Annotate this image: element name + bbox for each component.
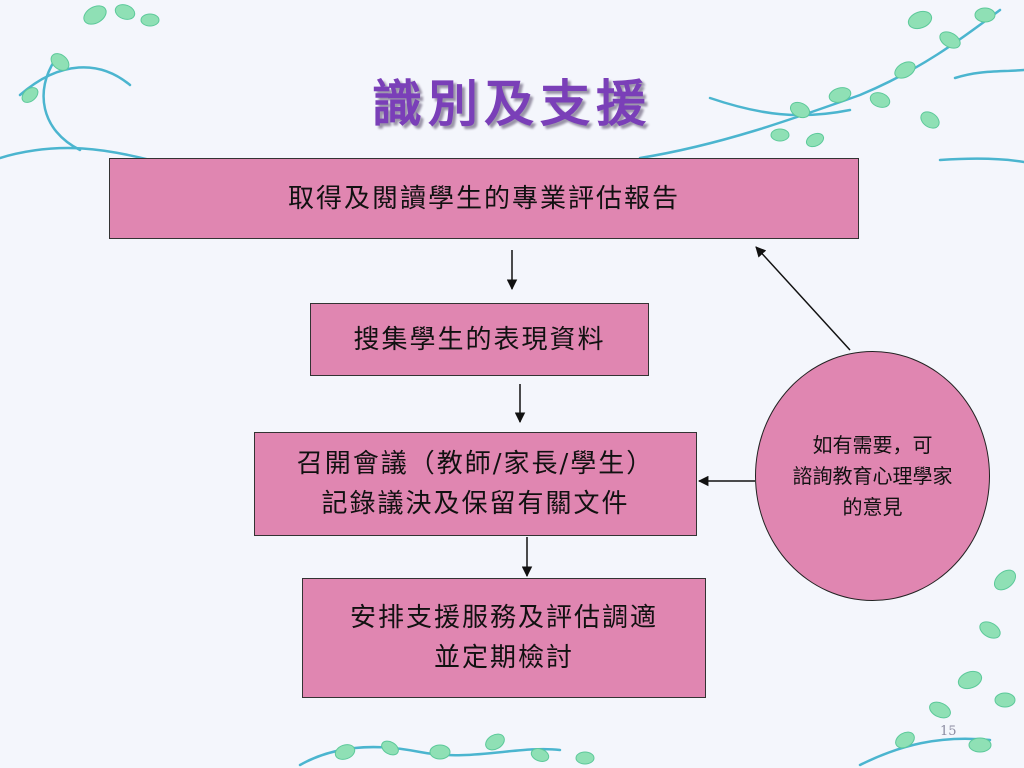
step-label-line2: 記錄議決及保留有關文件 (321, 489, 630, 519)
step-label-line2: 並定期檢討 (433, 643, 574, 673)
step-box-meeting: 召開會議（教師/家長/學生） 記錄議決及保留有關文件 (254, 432, 697, 536)
arrow-side-to-step1 (755, 246, 851, 351)
step-label-line1: 召開會議（教師/家長/學生） (296, 449, 655, 479)
side-note-line1: 如有需要，可 (812, 432, 933, 457)
side-note-line2: 諮詢教育心理學家 (792, 463, 953, 488)
step-box-assessment-report: 取得及閱讀學生的專業評估報告 (109, 158, 859, 239)
step-label: 取得及閱讀學生的專業評估報告 (287, 183, 680, 214)
step-label-line1: 安排支援服務及評估調適 (349, 603, 658, 633)
step-box-collect-performance: 搜集學生的表現資料 (310, 303, 649, 376)
step-label: 搜集學生的表現資料 (353, 324, 606, 355)
side-note-line3: 的意見 (842, 494, 903, 519)
slide-title: 識別及支援 (372, 74, 652, 133)
step-box-support-services: 安排支援服務及評估調適 並定期檢討 (302, 578, 706, 698)
page-number: 15 (940, 724, 957, 739)
side-note-psychologist: 如有需要，可 諮詢教育心理學家 的意見 (755, 351, 990, 601)
